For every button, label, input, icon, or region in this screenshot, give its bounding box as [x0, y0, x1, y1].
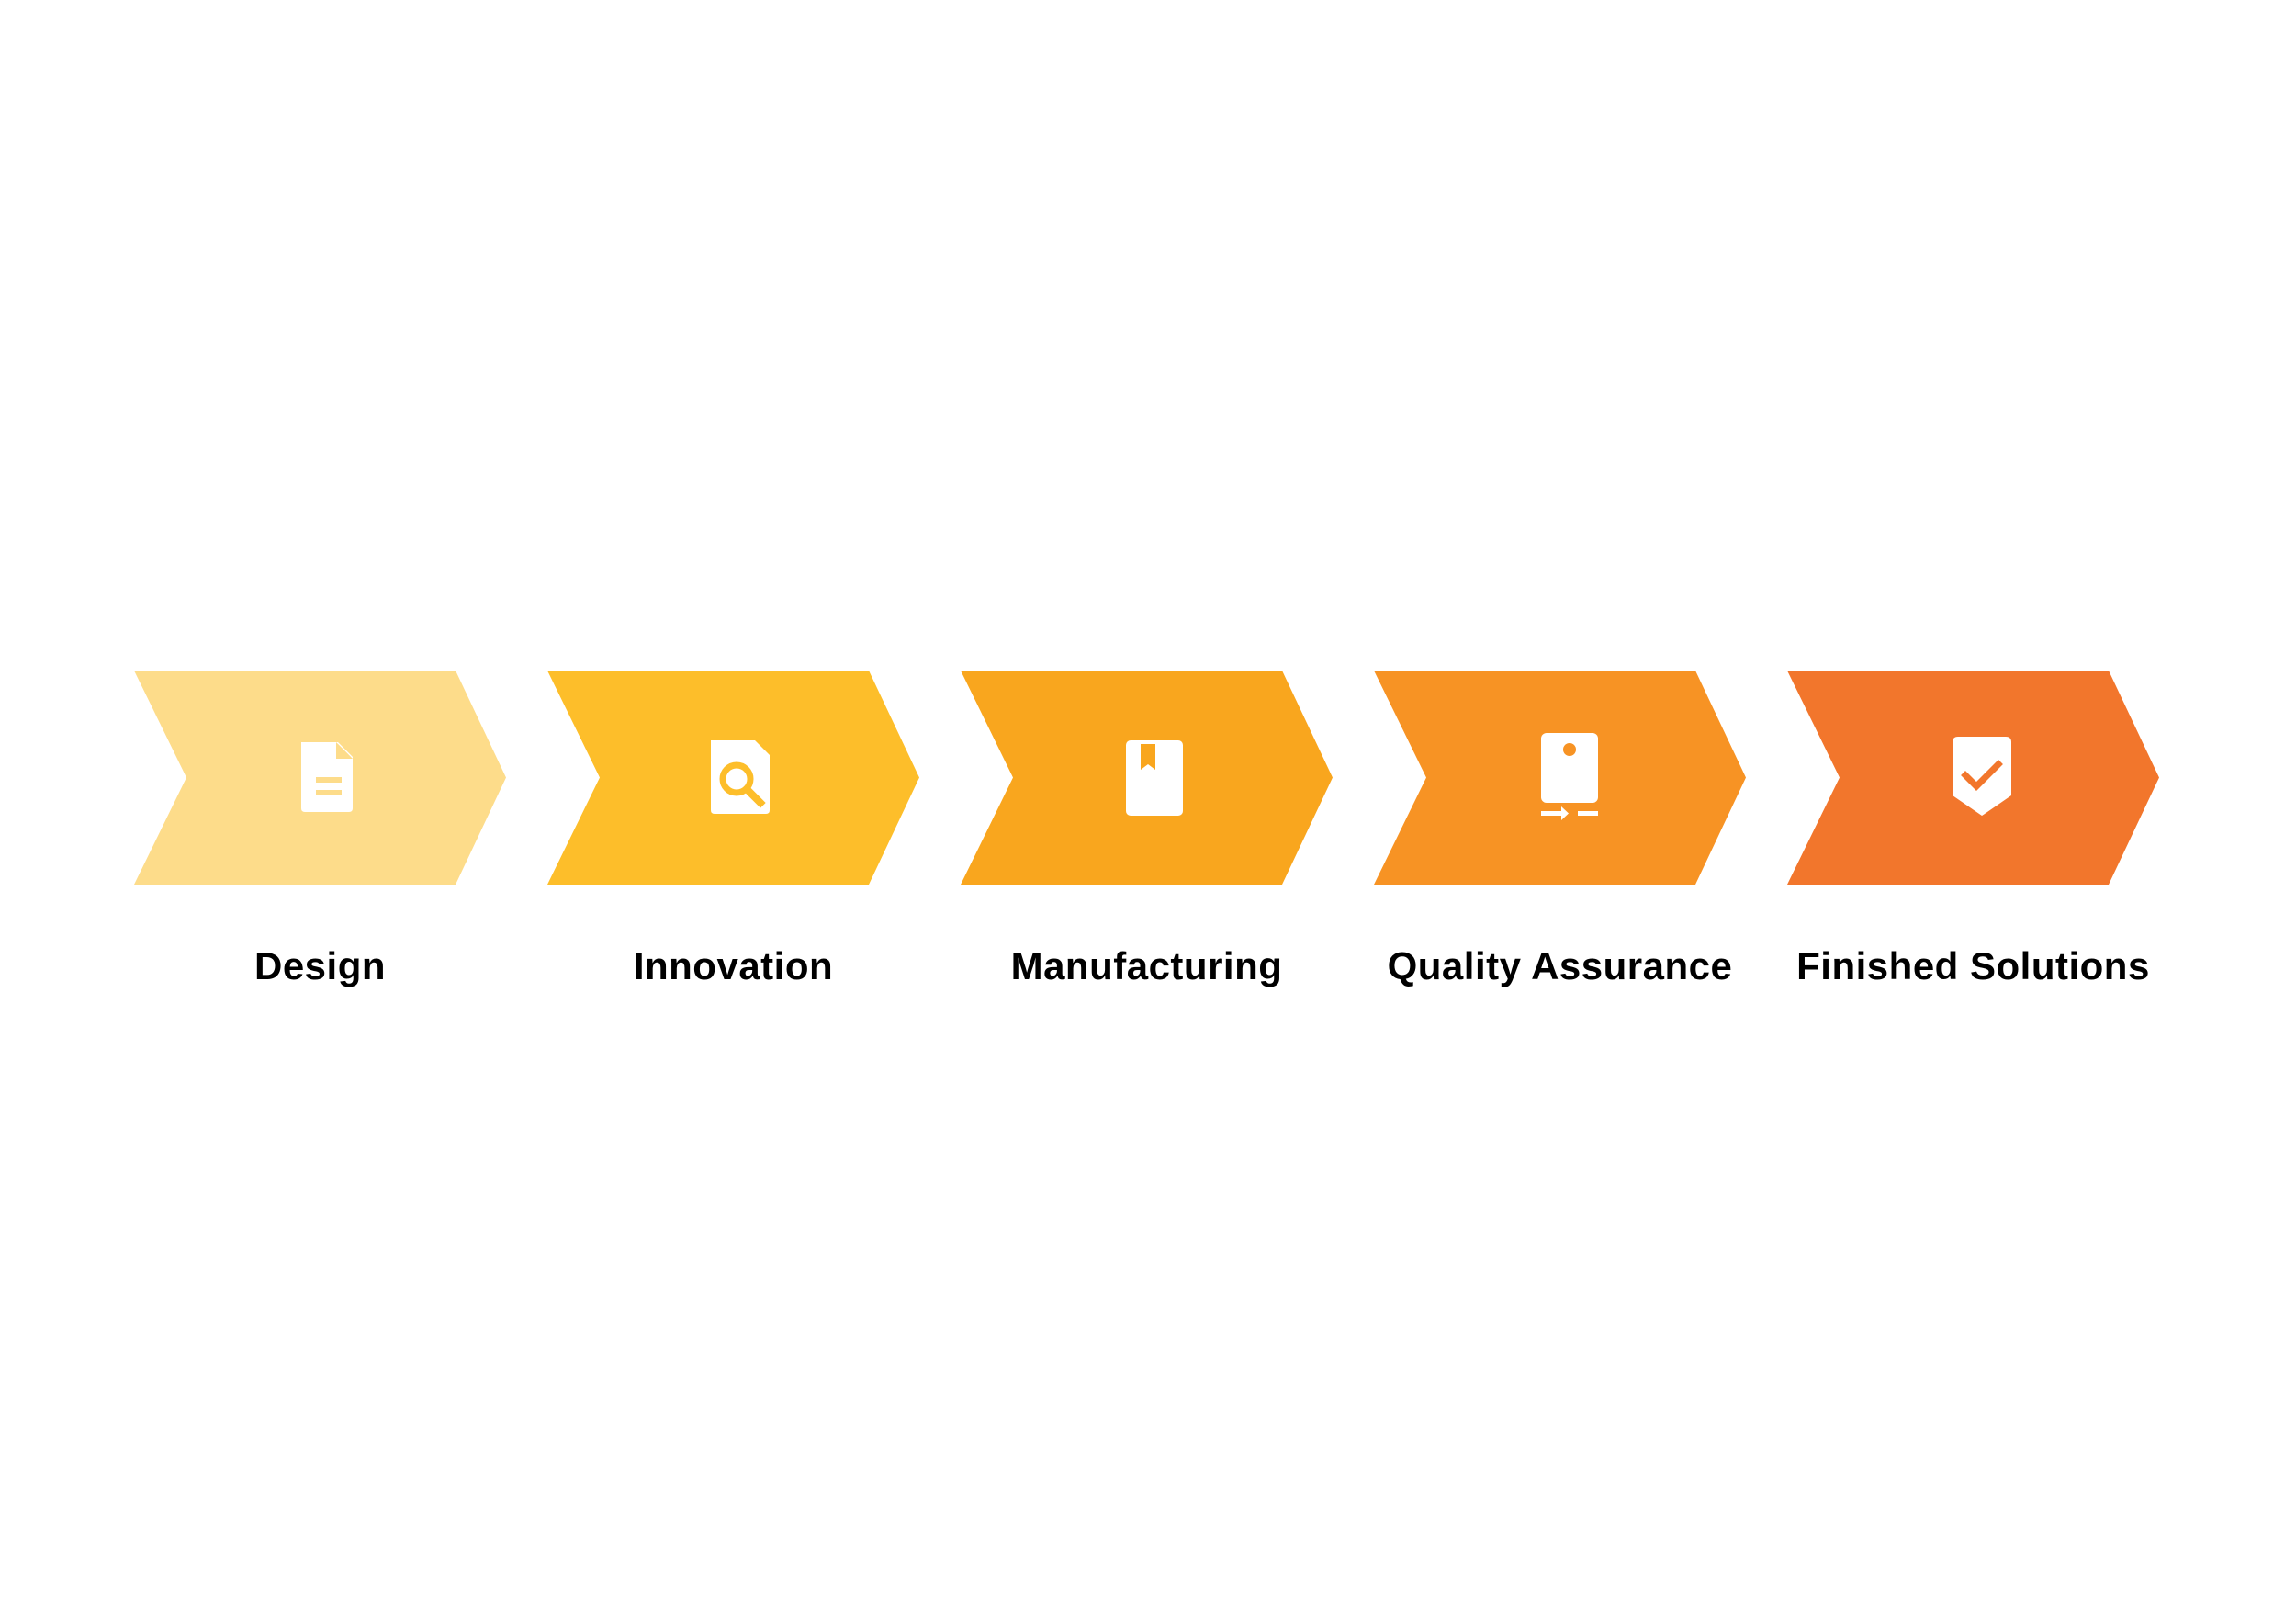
shield-check-icon: [1953, 737, 2011, 816]
process-step-innovation: Innovation: [547, 671, 919, 1056]
step-label: Innovation: [633, 944, 834, 987]
process-step-finished-solutions: Finished Solutions: [1787, 671, 2159, 1056]
process-step-design: Design: [134, 671, 506, 1056]
search-document-icon: [711, 740, 770, 814]
step-label: Finished Solutions: [1796, 944, 2150, 987]
device-transfer-icon: [1541, 733, 1598, 820]
process-step-quality-assurance: Quality Assurance: [1374, 671, 1746, 1056]
step-label: Manufacturing: [1010, 944, 1283, 987]
document-icon: [301, 742, 353, 812]
process-step-manufacturing: Manufacturing: [961, 671, 1333, 1056]
step-label: Quality Assurance: [1387, 944, 1733, 987]
bookmark-book-icon: [1126, 740, 1183, 816]
step-label: Design: [253, 944, 387, 987]
